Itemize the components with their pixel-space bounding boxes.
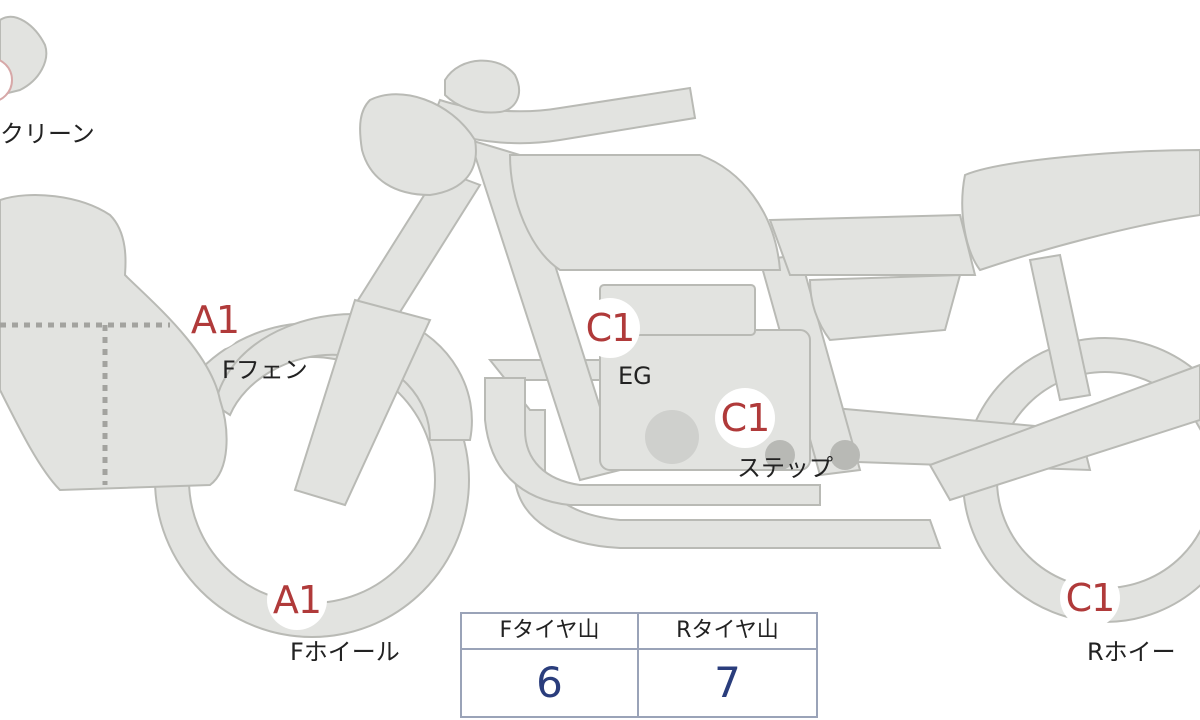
- rear-tire-tread-value: 7: [714, 658, 741, 707]
- frame-rail-shape: [768, 213, 977, 276]
- front-fender-grade-badge: A1: [185, 290, 245, 350]
- rear-shock-shape: [1028, 253, 1092, 402]
- rear-wheel-label: Rホイー: [1087, 638, 1176, 666]
- fairing-shape: [0, 194, 228, 492]
- front-wheel-grade-badge: A1: [267, 570, 327, 630]
- front-fender-label: Fフェン: [222, 356, 308, 384]
- front-tire-tread-header: Fタイヤ山: [462, 614, 639, 650]
- step-label: ステップ: [737, 454, 833, 482]
- screen-label: クリーン: [0, 120, 95, 148]
- engine-label: EG: [618, 362, 652, 390]
- step-peg-left: [765, 440, 795, 470]
- seat-shape: [961, 148, 1200, 272]
- fuel-tank-shape: [508, 154, 782, 271]
- mirror-shape: [444, 59, 520, 114]
- front-wheel-label: Fホイール: [290, 638, 400, 666]
- rear-tire-tread-header: Rタイヤ山: [639, 614, 816, 650]
- tire-tread-table: Fタイヤ山 Rタイヤ山 6 7: [460, 612, 818, 718]
- engine-grade-badge: C1: [580, 298, 640, 358]
- rear-wheel-grade-badge: C1: [1060, 568, 1120, 628]
- step-grade-badge: C1: [715, 388, 775, 448]
- front-tire-tread-value: 6: [462, 650, 639, 716]
- step-peg-right: [830, 440, 860, 470]
- headlight-shape: [359, 93, 477, 197]
